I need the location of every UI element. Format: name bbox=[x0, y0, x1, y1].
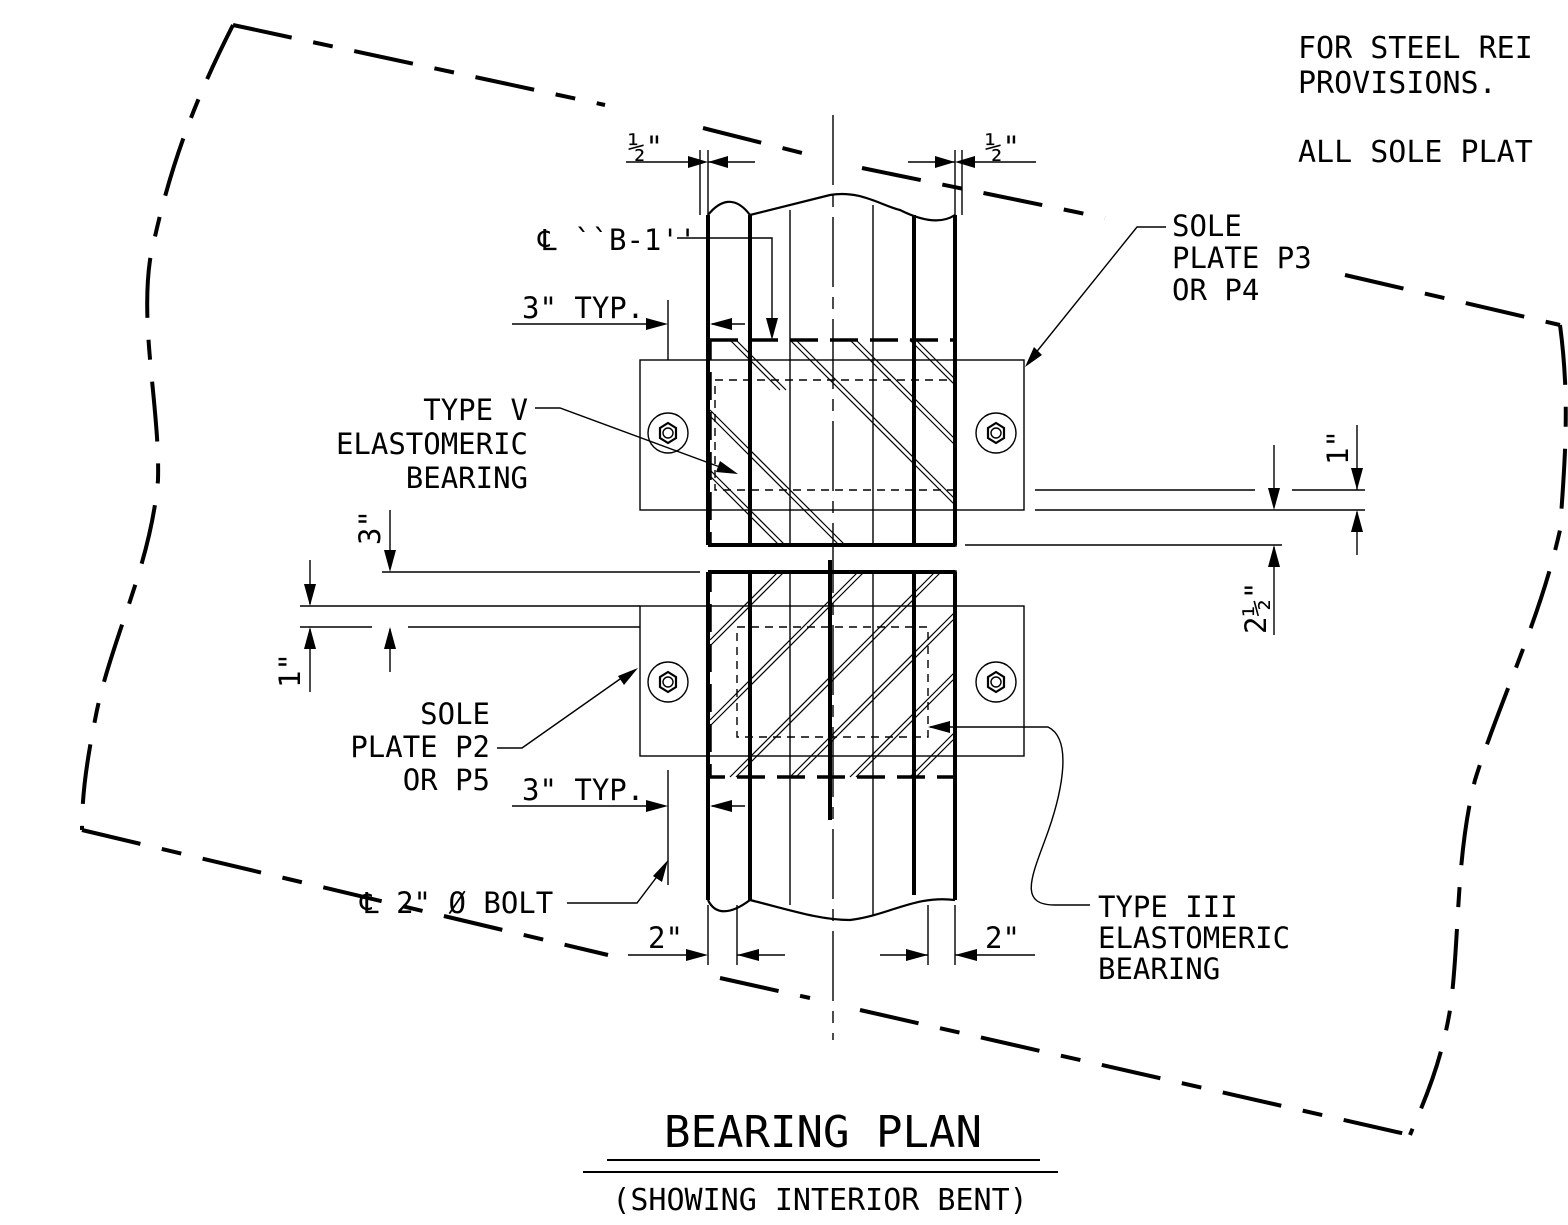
arrowheads bbox=[304, 156, 1363, 961]
note-line-3: ALL SOLE PLAT bbox=[1298, 135, 1533, 170]
label-type-v-line2: ELASTOMERIC bbox=[336, 427, 528, 461]
drawing-subtitle: (SHOWING INTERIOR BENT) bbox=[612, 1183, 1027, 1218]
label-sole-p2-line3: OR P5 bbox=[403, 763, 490, 797]
label-type-v-line1: TYPE V bbox=[423, 393, 528, 427]
dim-half-right: ½" bbox=[985, 130, 1020, 164]
sole-plate-top bbox=[639, 359, 1025, 511]
label-bolt: ℄ 2" Ø BOLT bbox=[359, 886, 553, 920]
dim-three-typ-bottom: 3" TYP. bbox=[522, 773, 644, 807]
dim-three-typ-top: 3" TYP. bbox=[522, 291, 644, 325]
label-type-iii-line3: BEARING bbox=[1098, 952, 1220, 986]
sole-plate-bottom bbox=[639, 605, 1025, 757]
bearing-type-iii bbox=[708, 570, 957, 779]
dim-two-half: 2½" bbox=[1239, 582, 1273, 634]
dim-one-right: 1" bbox=[1321, 430, 1355, 465]
label-sole-p2-line2: PLATE P2 bbox=[350, 730, 490, 764]
dimension-lines bbox=[300, 150, 1365, 1173]
label-type-iii-line1: TYPE III bbox=[1098, 890, 1238, 924]
label-sole-p3-line2: PLATE P3 bbox=[1172, 241, 1312, 275]
label-type-v-line3: BEARING bbox=[406, 461, 528, 495]
bearing-type-v bbox=[708, 338, 957, 547]
label-sole-p2-line1: SOLE bbox=[420, 697, 490, 731]
girder-bottom bbox=[706, 560, 957, 922]
girder-top bbox=[706, 192, 957, 547]
label-sole-p3-line3: OR P4 bbox=[1172, 273, 1259, 307]
drawing-title: BEARING PLAN bbox=[664, 1107, 982, 1158]
dim-one-left: 1" bbox=[273, 653, 307, 688]
note-line-1: FOR STEEL REI bbox=[1298, 31, 1533, 66]
dim-three-vert: 3" bbox=[353, 510, 387, 545]
label-pl-b1: ℄ ``B-1'' bbox=[537, 223, 696, 257]
label-sole-p3-line1: SOLE bbox=[1172, 209, 1242, 243]
dim-two-right: 2" bbox=[985, 921, 1020, 955]
dim-half-left: ½" bbox=[628, 130, 663, 164]
break-boundary bbox=[80, 23, 1568, 1137]
dim-two-left: 2" bbox=[648, 921, 683, 955]
note-line-2: PROVISIONS. bbox=[1298, 66, 1497, 101]
label-type-iii-line2: ELASTOMERIC bbox=[1098, 921, 1290, 955]
